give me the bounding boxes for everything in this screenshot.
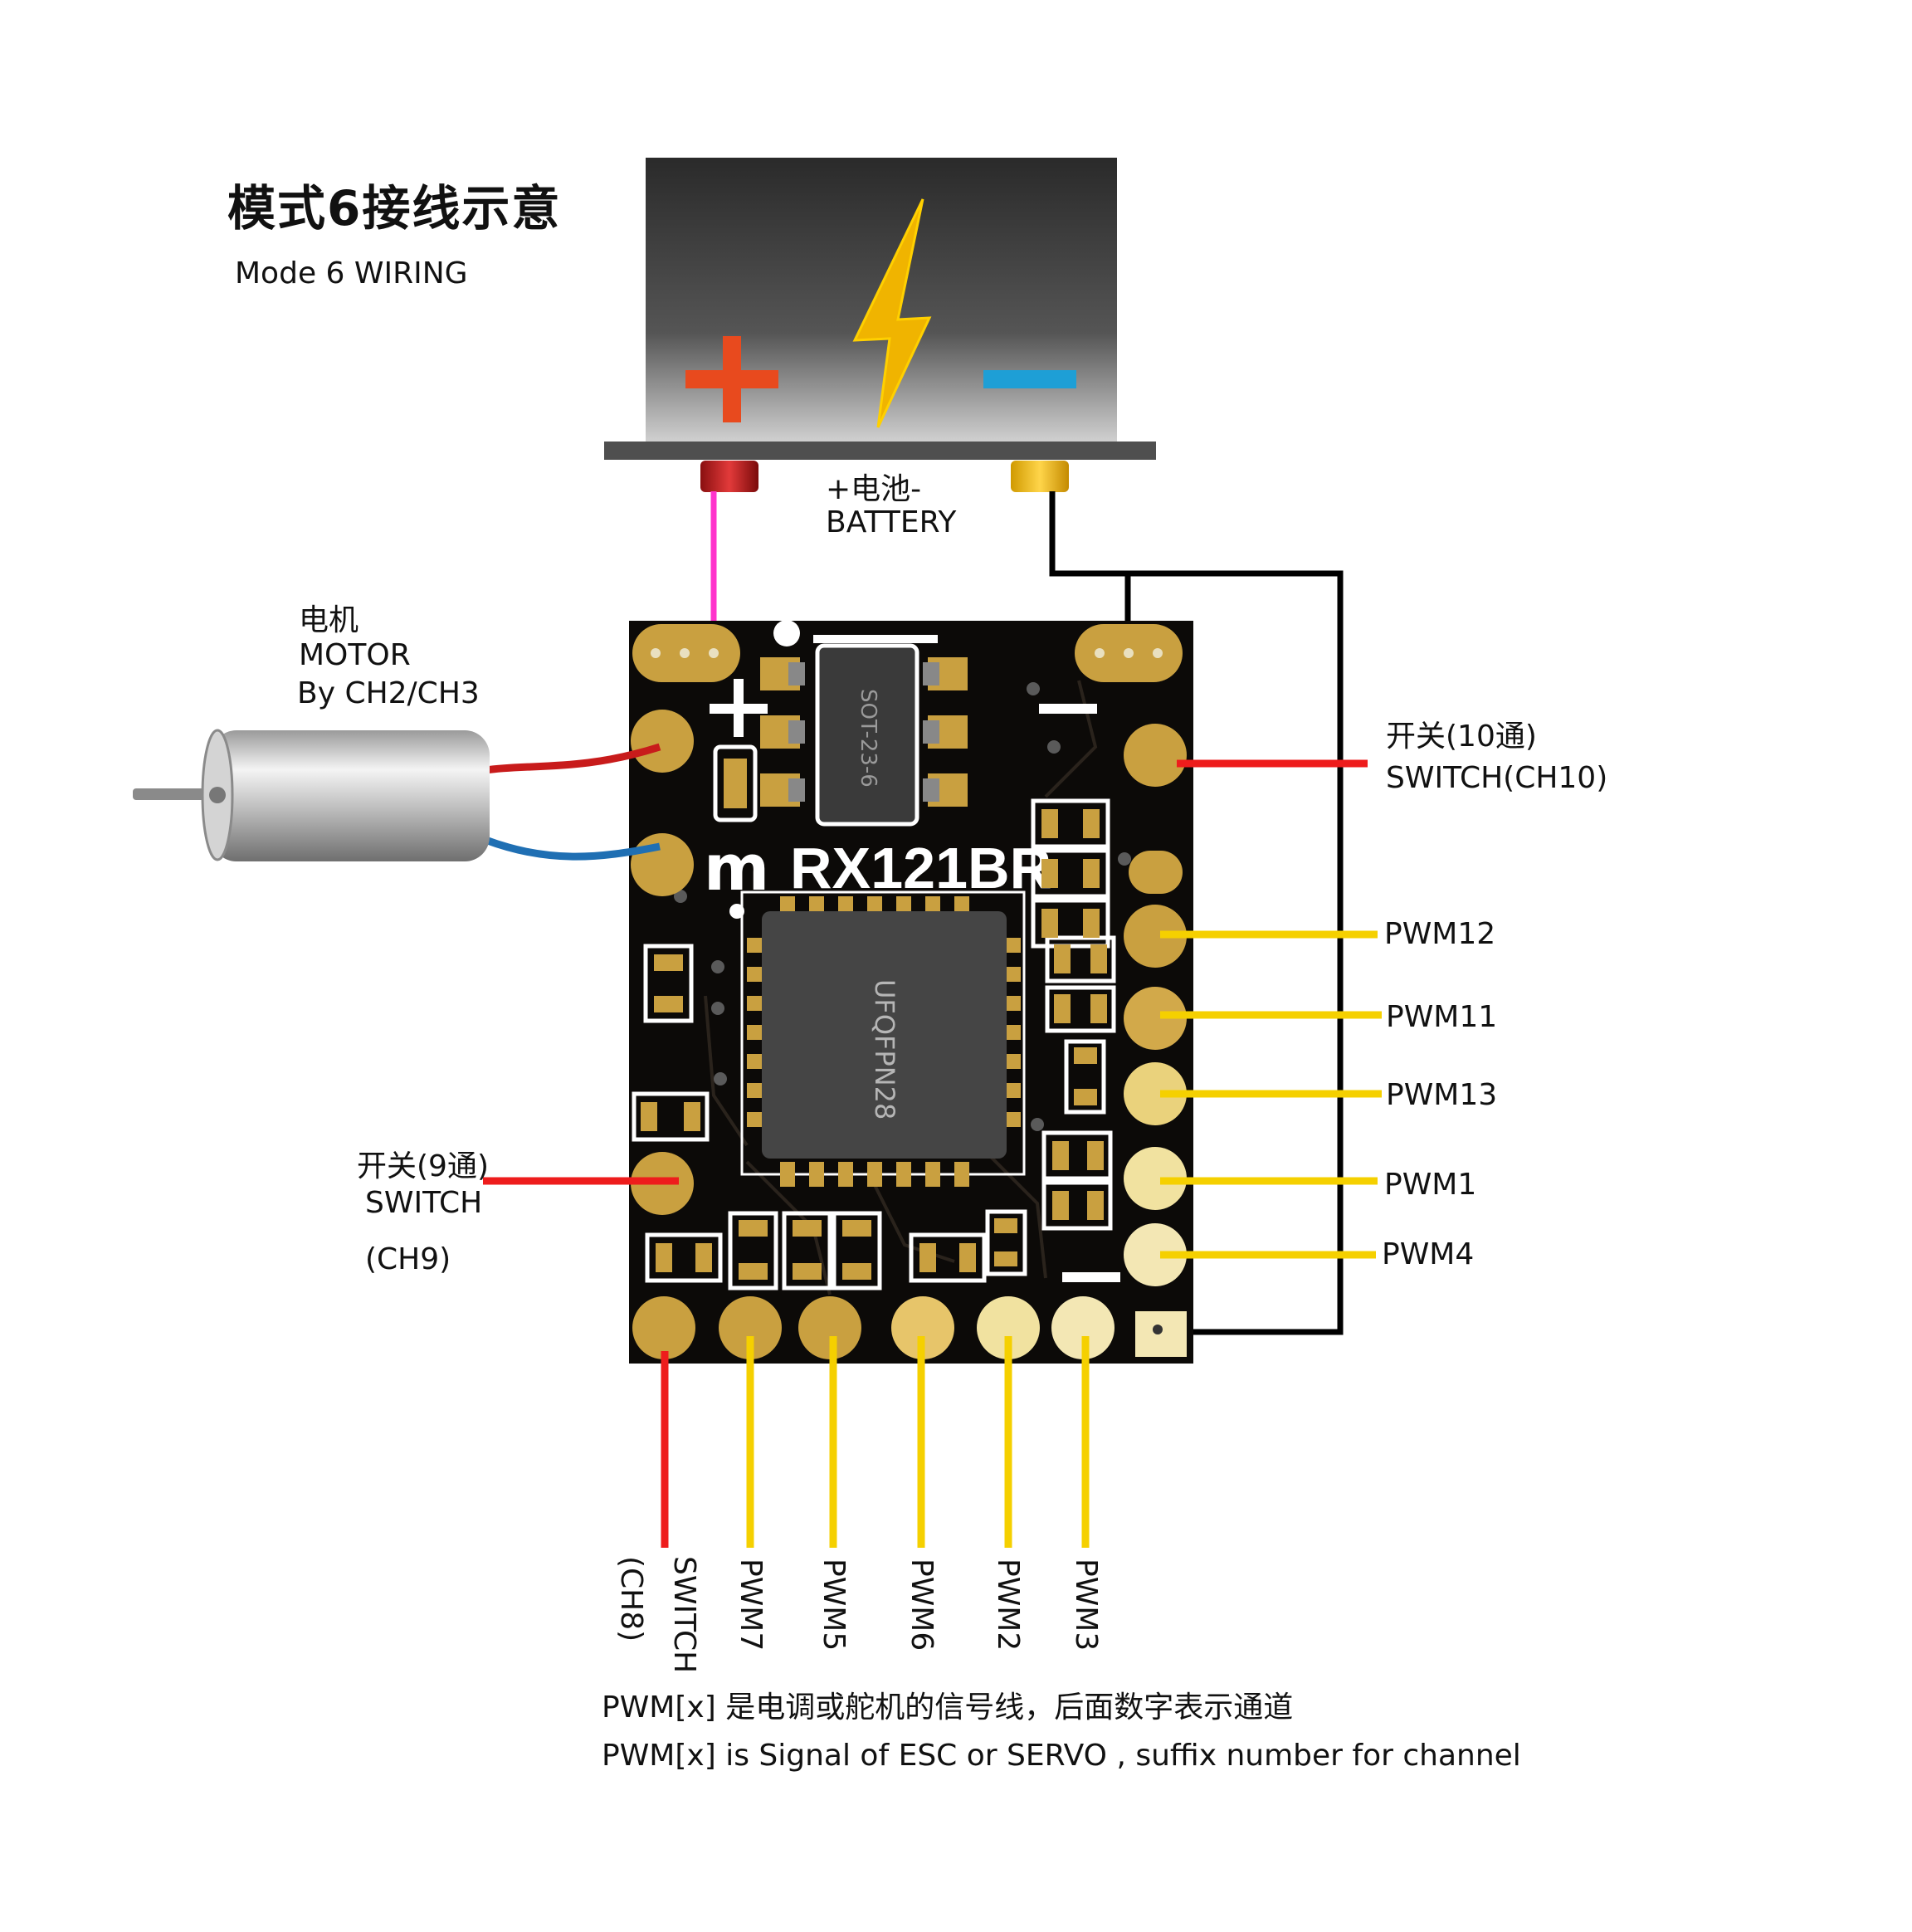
pwm5-label: PWM5 <box>817 1559 851 1651</box>
mounting-hole <box>773 620 800 646</box>
battery-base <box>604 442 1156 460</box>
pwm11-label: PWM11 <box>1386 1000 1498 1034</box>
pwm6-pad <box>891 1296 954 1359</box>
switch-ch10-label-en: SWITCH(CH10) <box>1386 761 1608 795</box>
via <box>709 648 719 658</box>
battery <box>604 158 1156 492</box>
via <box>1153 1325 1163 1334</box>
main-chip-body <box>762 911 1007 1159</box>
switch-ch8-label-en: SWITCH <box>667 1556 701 1674</box>
note-cn: PWM[x] 是电调或舵机的信号线，后面数字表示通道 <box>602 1690 1294 1725</box>
smd-pads-left <box>641 954 700 1131</box>
pwm1-label: PWM1 <box>1384 1168 1477 1202</box>
motor-red-wire <box>485 743 661 774</box>
battery-negative-post <box>1011 461 1069 492</box>
motor-bearing <box>209 787 226 803</box>
switch-ch10-pad <box>1124 724 1187 787</box>
pwm12-pad <box>1124 905 1187 968</box>
smd-pad <box>724 759 747 808</box>
pwm3-label: PWM3 <box>1069 1559 1103 1651</box>
via <box>1095 648 1105 658</box>
sot-23-6-chip: SOT-23-6 <box>760 643 968 827</box>
motor-pad-1 <box>631 710 694 773</box>
note-en: PWM[x] is Signal of ESC or SERVO , suffi… <box>602 1739 1521 1773</box>
silkscreen-signs <box>710 679 1120 1282</box>
battery-negative-wire <box>1049 491 1344 1335</box>
motor-label-en: MOTOR <box>299 638 411 672</box>
lightning-bolt-icon <box>852 198 932 428</box>
switch-ch9-label-en: SWITCH <box>365 1186 483 1220</box>
smd-components-bottom <box>645 1209 1027 1290</box>
pwm7-label: PWM7 <box>734 1559 768 1651</box>
pwm11-pad <box>1124 987 1187 1050</box>
via <box>1153 648 1163 658</box>
switch-ch9-label-cn: 开关(9通) <box>357 1149 489 1183</box>
diagram-title-cn: 模式6接线示意 <box>227 180 562 237</box>
battery-label-cn: +电池- <box>826 472 922 506</box>
small-vias <box>674 682 1131 1131</box>
ufqfpn28-chip: UFQFPN28 <box>729 890 1026 1187</box>
switch-ch8-label-channel: (CH8) <box>614 1556 648 1642</box>
sot-chip-body <box>815 643 919 827</box>
board-model-label: RX121BR <box>790 836 1051 900</box>
battery-positive-post <box>700 461 758 492</box>
smd-pads-right <box>1041 809 1107 1220</box>
pwm2-label: PWM2 <box>991 1559 1025 1651</box>
pwm4-label: PWM4 <box>1382 1237 1475 1271</box>
pwm3-pad <box>1051 1296 1115 1359</box>
switch-ch8-pad <box>632 1296 695 1359</box>
via <box>1124 648 1134 658</box>
pwm5-pad <box>798 1296 861 1359</box>
signal-wires <box>483 759 1382 1548</box>
main-chip-label: UFQFPN28 <box>869 979 900 1120</box>
pwm7-pad <box>719 1296 782 1359</box>
smd-pads-bottom <box>656 1218 1017 1280</box>
pwm4-pad <box>1124 1223 1187 1286</box>
smd-components-right <box>1031 798 1116 1231</box>
silkscreen-bar <box>813 635 938 643</box>
battery-negative-square-pad <box>1135 1311 1187 1357</box>
sot-chip-label: SOT-23-6 <box>856 689 880 788</box>
battery-label-en: BATTERY <box>826 505 957 539</box>
switch-ch10-label-cn: 开关(10通) <box>1386 720 1537 754</box>
receiver-board: SOT-23-6 m RX121BR UFQFPN28 <box>629 620 1193 1364</box>
pins-right <box>1124 724 1187 1357</box>
motor-blue-wire <box>484 836 661 861</box>
pin1-marker <box>729 904 744 919</box>
motor-label-cn: 电机 <box>299 603 359 637</box>
motor-label-channels: By CH2/CH3 <box>297 676 480 710</box>
pwm6-label: PWM6 <box>905 1559 939 1651</box>
smd-outline <box>713 744 758 822</box>
motor-can <box>212 730 490 861</box>
pwm2-pad <box>977 1296 1040 1359</box>
pwm12-label: PWM12 <box>1384 917 1496 951</box>
smd-components-left <box>632 944 710 1142</box>
battery-plus-icon-vertical <box>723 336 741 422</box>
pwm13-label: PWM13 <box>1386 1078 1498 1112</box>
via <box>651 648 661 658</box>
motor-pad-2 <box>631 833 694 896</box>
spare-pad <box>1129 851 1183 894</box>
pwm1-pad <box>1124 1147 1187 1210</box>
motor <box>133 729 661 861</box>
pins-bottom <box>632 1296 1115 1359</box>
battery-minus-icon <box>983 370 1076 388</box>
motor-shaft <box>133 788 216 800</box>
brand-logo: m <box>704 831 769 905</box>
pwm13-pad <box>1124 1062 1187 1125</box>
switch-ch9-label-channel: (CH9) <box>365 1242 451 1276</box>
diagram-title-en: Mode 6 WIRING <box>235 256 468 290</box>
via <box>680 648 690 658</box>
